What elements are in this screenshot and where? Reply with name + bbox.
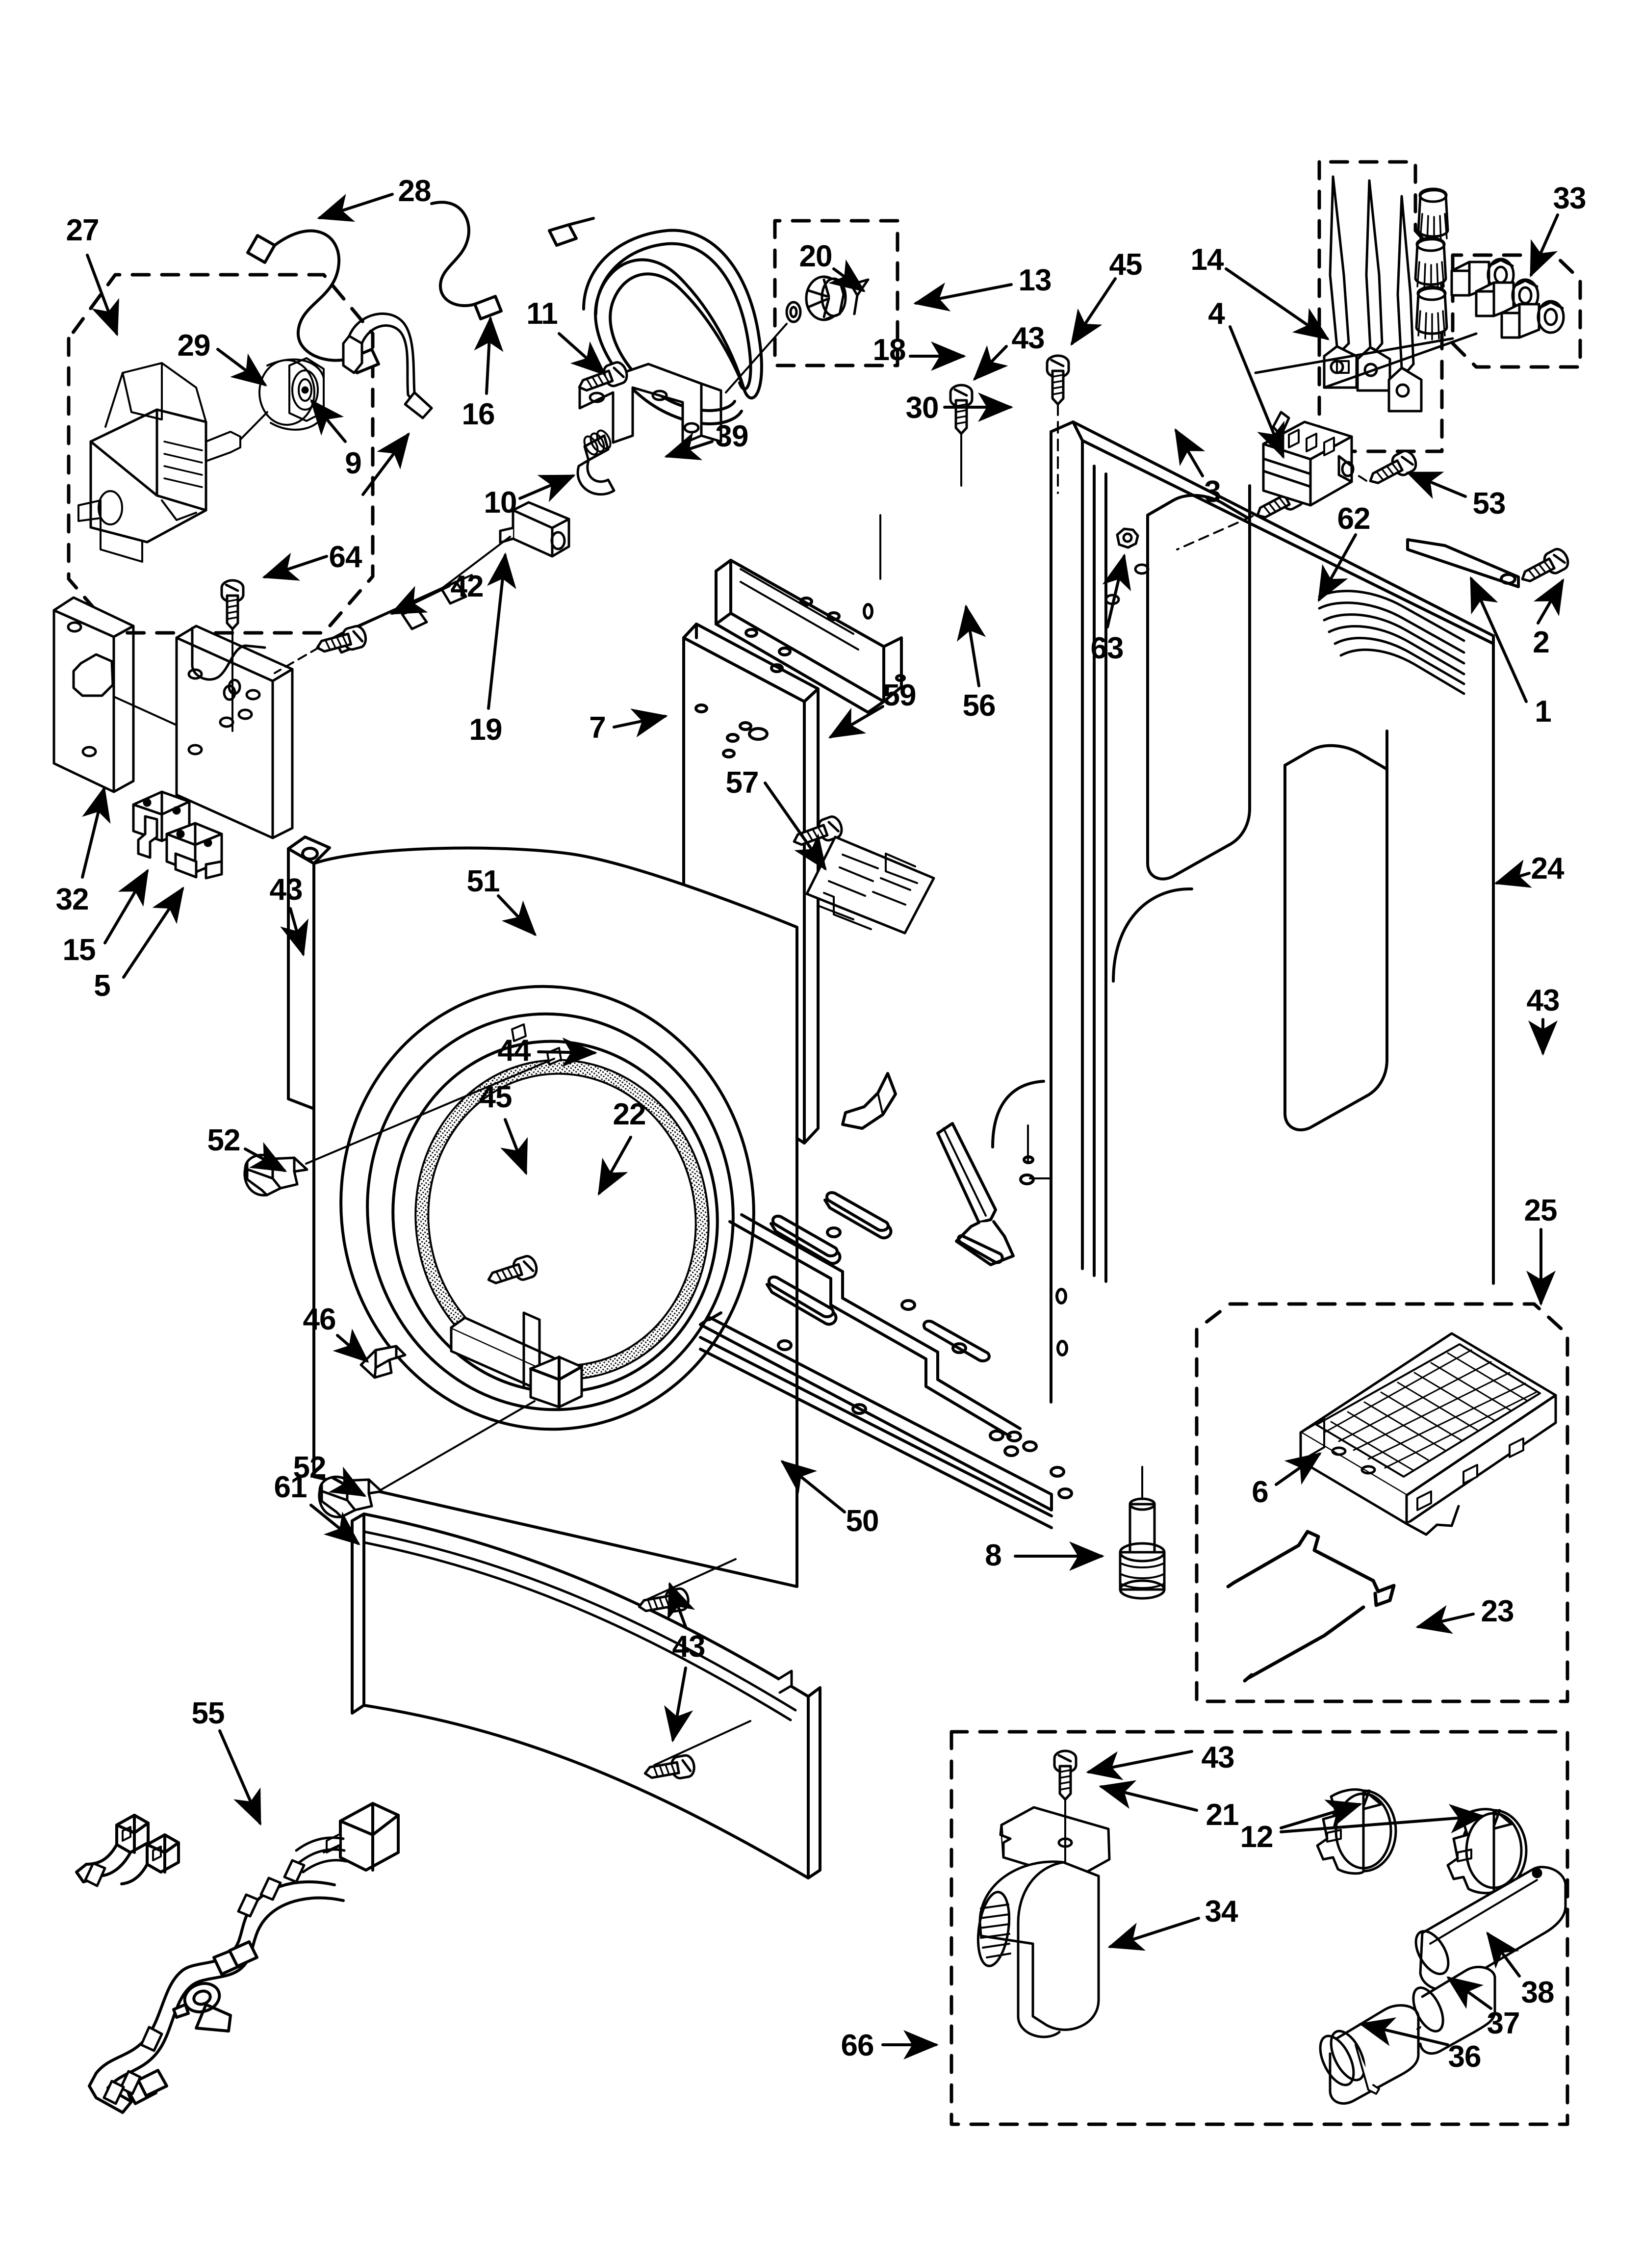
callout-number-13[interactable]: 13	[1018, 263, 1052, 297]
callout-number-9[interactable]: 9	[345, 446, 361, 480]
callout-number-56[interactable]: 56	[962, 689, 996, 723]
callout-number-12[interactable]: 12	[1240, 1820, 1274, 1854]
callout-number-44[interactable]: 44	[497, 1034, 531, 1068]
callout-number-6[interactable]: 6	[1252, 1475, 1268, 1509]
callout-number-34[interactable]: 34	[1205, 1895, 1238, 1929]
callout-number-53[interactable]: 53	[1472, 487, 1506, 521]
callout-number-30[interactable]: 30	[905, 391, 939, 425]
callout-number-10[interactable]: 10	[484, 486, 517, 520]
callout-number-59[interactable]: 59	[883, 678, 917, 712]
callout-number-23[interactable]: 23	[1481, 1594, 1514, 1628]
callout-number-46[interactable]: 46	[303, 1303, 336, 1336]
callout-number-29[interactable]: 29	[177, 329, 211, 363]
callout-number-61[interactable]: 61	[274, 1470, 308, 1504]
callout-number-21[interactable]: 21	[1206, 1798, 1239, 1832]
callout-number-11[interactable]: 11	[526, 297, 558, 331]
callout-number-24[interactable]: 24	[1531, 852, 1565, 886]
callout-number-20[interactable]: 20	[799, 239, 833, 273]
callout-number-37[interactable]: 37	[1487, 2007, 1520, 2040]
callout-number-43[interactable]: 43	[1201, 1741, 1235, 1774]
callout-number-52[interactable]: 52	[293, 1451, 327, 1485]
callout-number-16[interactable]: 16	[462, 397, 495, 431]
callout-number-66[interactable]: 66	[841, 2029, 874, 2062]
callout-number-27[interactable]: 27	[66, 213, 100, 247]
callout-number-8[interactable]: 8	[985, 1538, 1001, 1572]
callout-number-50[interactable]: 50	[846, 1504, 879, 1538]
callout-number-55[interactable]: 55	[191, 1696, 225, 1730]
callout-number-63[interactable]: 63	[1090, 631, 1124, 665]
callout-number-1[interactable]: 1	[1535, 695, 1551, 729]
callout-number-42[interactable]: 42	[450, 570, 484, 603]
callout-number-33[interactable]: 33	[1553, 182, 1587, 215]
callout-number-62[interactable]: 62	[1337, 502, 1371, 536]
callout-number-43[interactable]: 43	[269, 873, 303, 907]
callout-number-22[interactable]: 22	[613, 1097, 646, 1131]
callout-number-15[interactable]: 15	[62, 933, 96, 967]
callout-number-28[interactable]: 28	[398, 174, 432, 208]
callout-number-7[interactable]: 7	[589, 711, 606, 745]
callout-number-52[interactable]: 52	[207, 1123, 241, 1157]
callout-number-25[interactable]: 25	[1524, 1194, 1558, 1227]
callout-number-45[interactable]: 45	[479, 1080, 513, 1114]
callout-number-38[interactable]: 38	[1521, 1976, 1555, 2009]
callout-number-64[interactable]: 64	[329, 540, 362, 574]
callout-number-2[interactable]: 2	[1533, 626, 1549, 659]
callout-number-51[interactable]: 51	[466, 864, 500, 898]
callout-number-43[interactable]: 43	[1011, 321, 1045, 355]
callout-number-39[interactable]: 39	[715, 419, 749, 453]
callout-number-32[interactable]: 32	[55, 883, 89, 916]
callout-number-36[interactable]: 36	[1448, 2040, 1482, 2074]
callout-number-45[interactable]: 45	[1109, 248, 1143, 282]
callout-number-19[interactable]: 19	[469, 713, 503, 747]
callout-number-3[interactable]: 3	[1204, 475, 1221, 509]
callout-number-43[interactable]: 43	[672, 1630, 706, 1664]
callout-number-43[interactable]: 43	[1526, 984, 1560, 1017]
callout-number-14[interactable]: 14	[1190, 243, 1224, 277]
callout-number-18[interactable]: 18	[872, 333, 906, 367]
callout-number-4[interactable]: 4	[1208, 297, 1225, 331]
callout-number-5[interactable]: 5	[94, 969, 110, 1003]
callout-number-57[interactable]: 57	[725, 766, 759, 800]
